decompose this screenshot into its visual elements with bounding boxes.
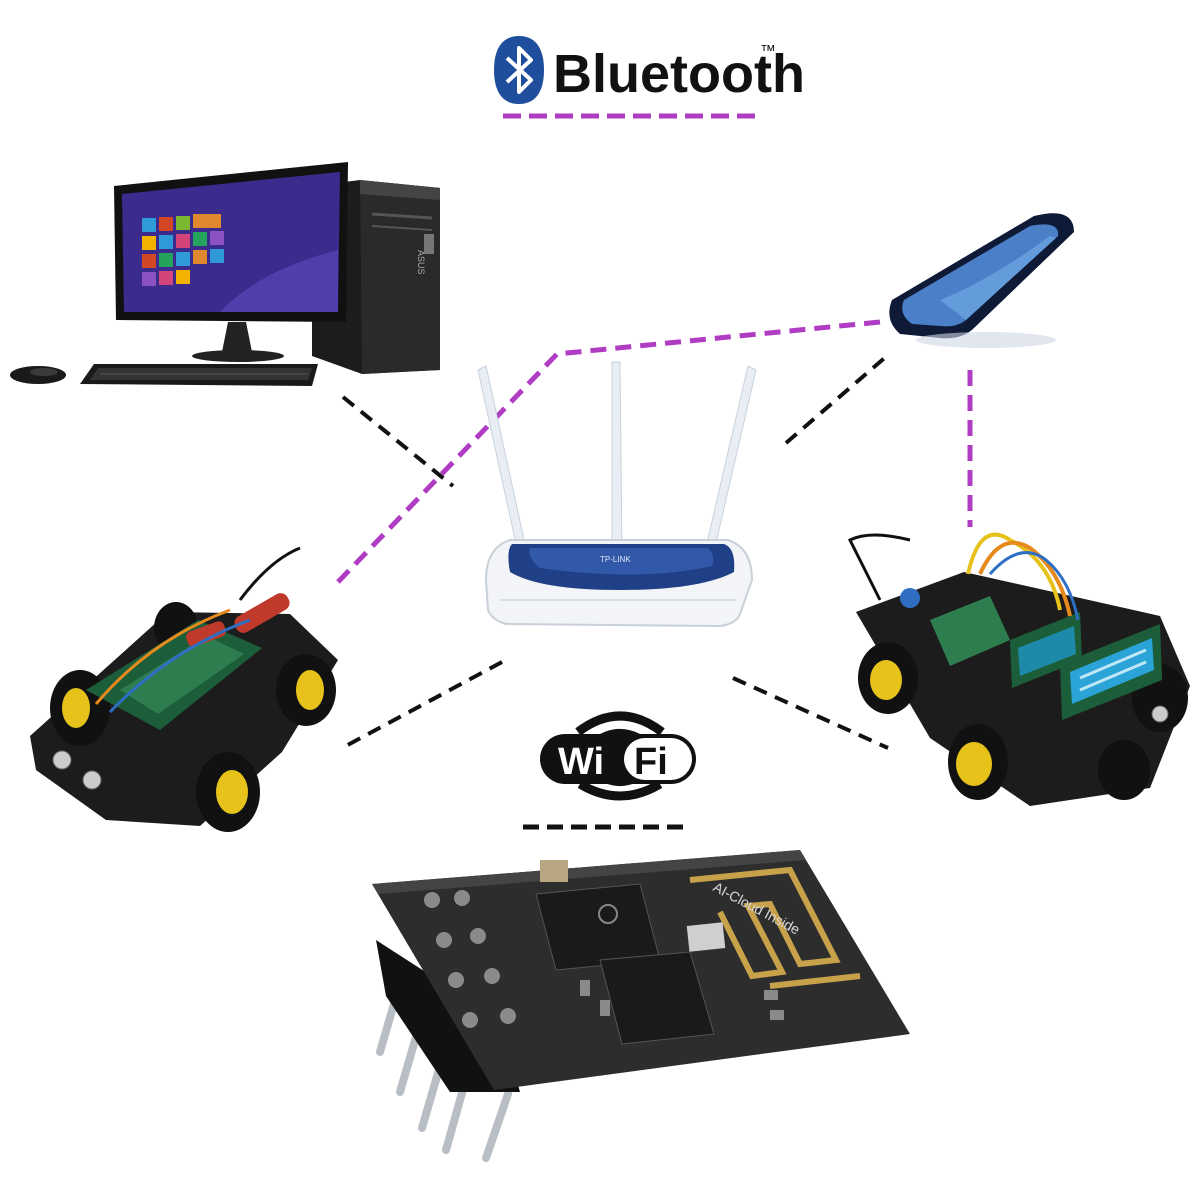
router-brand-label: TP-LINK: [600, 555, 631, 564]
robot-car-right: [847, 532, 1190, 806]
module-pcb-antenna: [689, 866, 861, 989]
wifi-router: TP-LINK: [477, 361, 757, 628]
wifi-link-pc-router: [341, 395, 455, 488]
esp8266-module: AI-Cloud Inside: [372, 850, 910, 1162]
pc-keyboard: [80, 364, 318, 386]
bluetooth-logo-icon: [494, 36, 544, 104]
pc-brand-label: ASUS: [416, 250, 426, 275]
wifi-link-router-car-right: [732, 676, 889, 750]
bluetooth-logo: Bluetooth ™: [494, 36, 805, 119]
robot-car-left: [30, 546, 338, 832]
wifi-label-right: Fi: [634, 741, 668, 783]
smartphone: [889, 213, 1074, 348]
wifi-link-router-car-left: [343, 660, 503, 749]
bluetooth-link-phone-to-car-left: [336, 319, 881, 584]
car-left-wheels: [50, 602, 336, 832]
wifi-label-left: Wi: [558, 741, 604, 783]
pc-mouse: [10, 366, 66, 384]
car-right-lcd: [1010, 612, 1162, 720]
pc-tower: ASUS: [312, 180, 440, 374]
bluetooth-links: [336, 319, 973, 584]
wifi-logo-icon: [540, 711, 696, 801]
pc-monitor: [114, 162, 348, 362]
desktop-computer: ASUS: [10, 162, 440, 386]
windows-start-tiles: [142, 214, 224, 286]
wifi-link-phone-router: [784, 353, 890, 445]
bluetooth-trademark: ™: [760, 43, 776, 60]
module-main-chip: [599, 951, 715, 1045]
bluetooth-label: Bluetooth: [553, 44, 805, 104]
wifi-links: [341, 353, 890, 750]
car-right-wheels: [858, 642, 1188, 800]
wifi-logo: Wi Fi: [523, 711, 696, 830]
